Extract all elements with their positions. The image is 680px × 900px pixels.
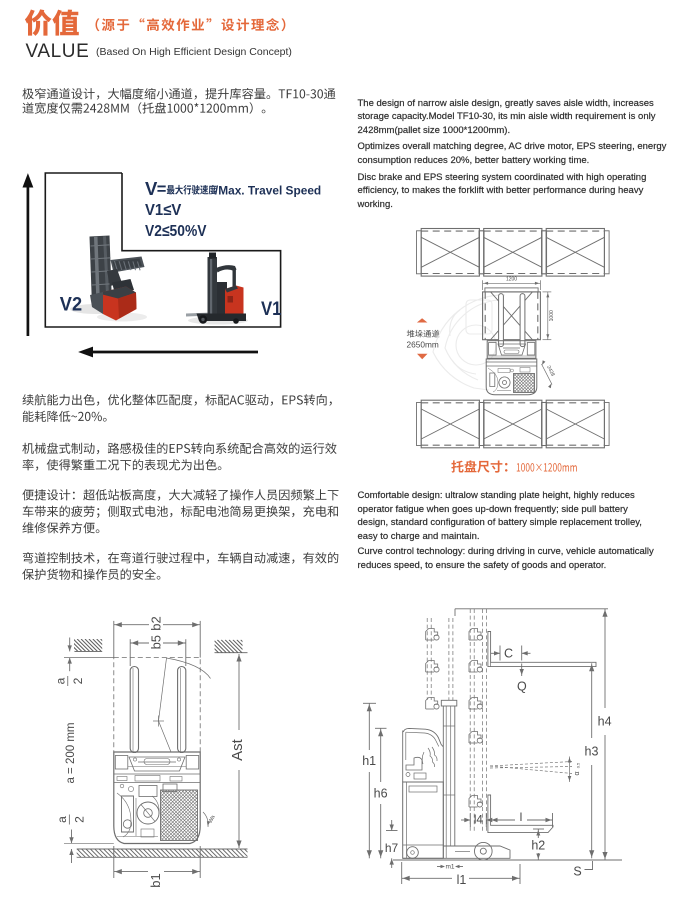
svg-text:l1: l1 xyxy=(457,873,467,887)
svg-text:l4: l4 xyxy=(474,815,484,827)
svg-text:V1: V1 xyxy=(261,298,282,320)
svg-text:V2≤50%V: V2≤50%V xyxy=(145,223,207,240)
svg-text:a: a xyxy=(53,677,67,684)
svg-text:α: α xyxy=(574,771,581,775)
svg-text:1000: 1000 xyxy=(549,310,555,321)
svg-text:Wa: Wa xyxy=(208,814,218,825)
svg-text:=: = xyxy=(157,181,167,199)
svg-text:2428: 2428 xyxy=(545,365,555,378)
svg-text:h2: h2 xyxy=(531,839,545,853)
svg-text:a = 200 mm: a = 200 mm xyxy=(65,722,77,783)
svg-text:b5: b5 xyxy=(149,635,164,649)
svg-text:0.5: 0.5 xyxy=(576,762,581,768)
svg-text:Ast: Ast xyxy=(229,738,246,761)
svg-text:2: 2 xyxy=(72,816,86,823)
svg-text:h4: h4 xyxy=(598,715,612,729)
svg-text:C: C xyxy=(504,646,513,660)
svg-text:a: a xyxy=(55,816,69,823)
svg-text:2650mm: 2650mm xyxy=(407,340,439,350)
svg-text:m1: m1 xyxy=(445,863,454,870)
svg-text:h7: h7 xyxy=(385,841,399,855)
svg-text:h6: h6 xyxy=(374,786,388,800)
svg-text:V: V xyxy=(145,178,158,199)
svg-text:b1: b1 xyxy=(148,873,163,887)
svg-text:S: S xyxy=(573,865,581,879)
svg-text:h1: h1 xyxy=(362,754,376,768)
svg-text:b2: b2 xyxy=(149,616,164,630)
svg-text:l: l xyxy=(520,810,523,824)
svg-text:V1≤V: V1≤V xyxy=(145,202,182,219)
svg-text:h3: h3 xyxy=(585,745,599,759)
svg-text:2: 2 xyxy=(71,677,85,684)
svg-text:V2: V2 xyxy=(60,294,82,316)
svg-text:Q: Q xyxy=(517,680,527,694)
svg-text:1200: 1200 xyxy=(506,277,517,283)
svg-text:/Max. Travel Speed: /Max. Travel Speed xyxy=(215,184,321,198)
